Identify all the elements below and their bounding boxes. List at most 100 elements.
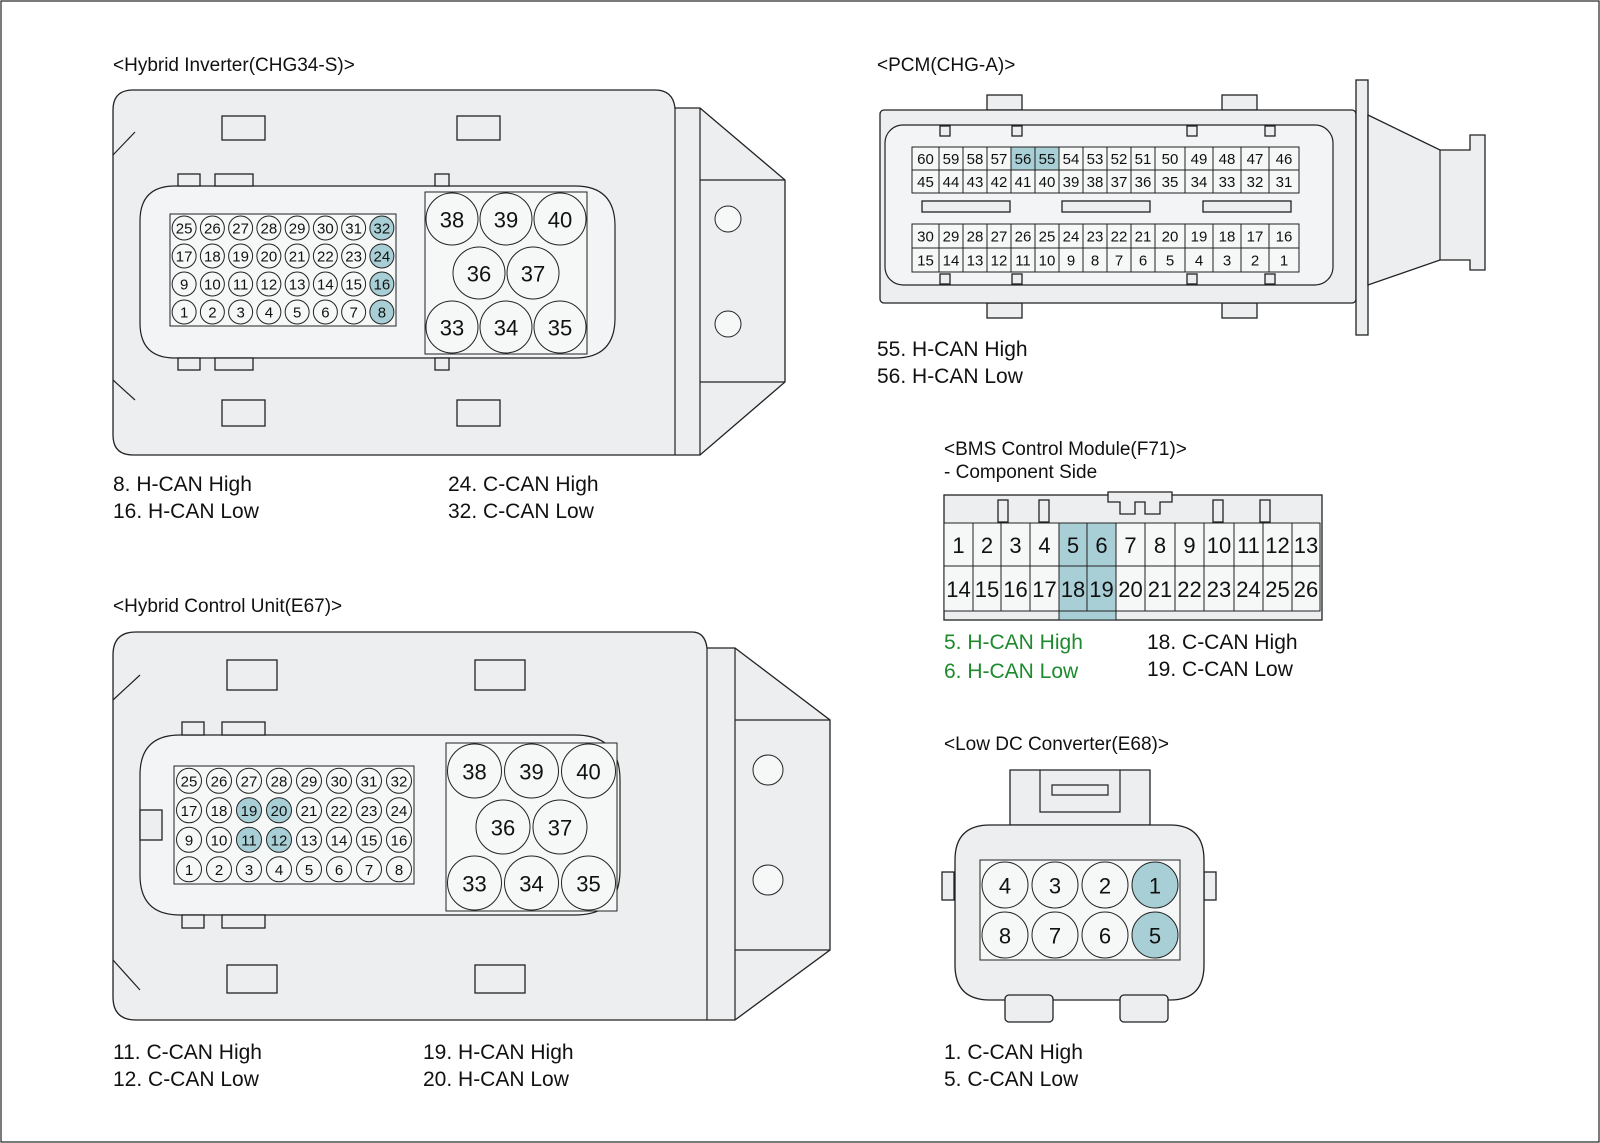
inverter-pin-10 [199, 271, 225, 297]
hcu-pin-label-25: 25 [181, 773, 198, 790]
bms-pin-label-6: 6 [1095, 533, 1107, 558]
inverter-pin-33 [425, 300, 479, 354]
inverter-pin-30 [312, 215, 338, 241]
inverter-pin-label-19: 19 [232, 249, 249, 266]
ldc-note-1: 1. C-CAN High [944, 1041, 1083, 1064]
hcu-pin-19 [236, 797, 262, 824]
pcm-pin-label-20: 20 [1162, 229, 1179, 246]
bms-pin-8 [1144, 522, 1176, 567]
inverter-pin-label-33: 33 [440, 316, 464, 341]
inverter-note-2: 16. H-CAN Low [113, 500, 260, 523]
pcm-pin-label-23: 23 [1087, 229, 1104, 246]
inverter-pin-3 [228, 299, 254, 325]
pcm-pin-label-7: 7 [1115, 253, 1123, 270]
bms-pin-20 [1115, 565, 1146, 612]
bms-pin-3 [1000, 522, 1031, 567]
hcu-pin-label-10: 10 [211, 832, 228, 849]
pcm-pin-2 [1240, 247, 1270, 273]
inverter-pin-label-5: 5 [293, 305, 301, 322]
bms-note-3: 18. C-CAN High [1147, 631, 1298, 654]
pcm-pin-label-3: 3 [1223, 253, 1231, 270]
inverter-pin-label-17: 17 [176, 249, 193, 266]
bms-pin-label-19: 19 [1089, 577, 1113, 602]
bms-note-4: 19. C-CAN Low [1147, 658, 1294, 681]
pcm-note-1: 55. H-CAN High [877, 338, 1028, 361]
hcu-pin-10 [206, 826, 232, 853]
bms-pin-label-13: 13 [1294, 533, 1318, 558]
hcu-pin-33 [447, 855, 502, 911]
hcu-pin-18 [206, 797, 232, 824]
hcu-pin-14 [326, 826, 352, 853]
hcu-pin-9 [176, 826, 202, 853]
bms-pin-label-21: 21 [1148, 577, 1172, 602]
inverter-pin-label-28: 28 [261, 221, 278, 238]
inverter-pin-9 [171, 271, 197, 297]
hcu-pin-22 [326, 797, 352, 824]
hcu-pin-label-30: 30 [331, 773, 348, 790]
bms-pin-22 [1174, 565, 1205, 612]
inverter-pin-37 [506, 246, 560, 300]
hcu-pin-label-36: 36 [491, 816, 515, 841]
inverter-pin-14 [312, 271, 338, 297]
pcm-pin-27 [986, 223, 1012, 249]
inverter-pin-label-36: 36 [467, 262, 491, 287]
hcu-note-2: 12. C-CAN Low [113, 1068, 260, 1091]
hcu-pin-34 [504, 855, 559, 911]
pcm-pin-label-22: 22 [1111, 229, 1128, 246]
pcm-pin-label-48: 48 [1219, 151, 1236, 168]
hcu-pin-4 [266, 856, 292, 883]
hcu-pin-label-22: 22 [331, 803, 348, 820]
ldc-pin-label-8: 8 [999, 924, 1011, 949]
bms-highlight-foot [1058, 610, 1117, 621]
bms-note-2: 6. H-CAN Low [944, 660, 1079, 683]
inverter-pin-label-35: 35 [548, 316, 572, 341]
pcm-pin-label-26: 26 [1015, 229, 1032, 246]
pcm-pin-31 [1268, 169, 1300, 194]
bms-pin-label-1: 1 [952, 533, 964, 558]
hcu-pin-label-35: 35 [576, 872, 600, 897]
bms-pin-26 [1291, 565, 1321, 612]
hcu-pin-label-24: 24 [391, 803, 408, 820]
pcm-pin-label-35: 35 [1162, 174, 1179, 191]
inverter-note-4: 32. C-CAN Low [448, 500, 595, 523]
hcu-pin-label-26: 26 [211, 773, 228, 790]
inverter-pin-25 [171, 215, 197, 241]
inverter-pin-label-22: 22 [317, 249, 334, 266]
inverter-pin-label-14: 14 [317, 277, 334, 294]
hcu-pin-label-15: 15 [361, 832, 378, 849]
hcu-pin-label-9: 9 [185, 832, 193, 849]
pcm-pin-label-32: 32 [1247, 174, 1264, 191]
pcm-pin-label-8: 8 [1091, 253, 1099, 270]
pcm-pin-label-29: 29 [943, 229, 960, 246]
hcu-pin-8 [386, 856, 412, 883]
hcu-pin-label-4: 4 [275, 862, 283, 879]
bms-pin-label-7: 7 [1124, 533, 1136, 558]
hcu-pin-29 [296, 767, 322, 794]
inverter-pin-20 [256, 243, 282, 269]
hcu-pin-label-21: 21 [301, 803, 318, 820]
inverter-pin-label-13: 13 [289, 277, 306, 294]
inverter-pin-label-18: 18 [204, 249, 221, 266]
inverter-pin-label-29: 29 [289, 221, 306, 238]
pcm-pin-label-33: 33 [1219, 174, 1236, 191]
pcm-pin-label-37: 37 [1111, 174, 1128, 191]
pcm-pin-18 [1212, 223, 1242, 249]
bms-pin-label-5: 5 [1067, 533, 1079, 558]
hcu-pin-28 [266, 767, 292, 794]
ldc-pin-1 [1131, 861, 1179, 909]
hcu-pin-label-28: 28 [271, 773, 288, 790]
pcm-pin-label-19: 19 [1191, 229, 1208, 246]
inverter-pin-label-30: 30 [317, 221, 334, 238]
bms-pin-7 [1115, 522, 1146, 567]
inverter-pin-label-32: 32 [374, 221, 391, 238]
ldc-pin-4 [981, 861, 1029, 909]
hcu-pin-2 [206, 856, 232, 883]
pcm-pin-20 [1154, 223, 1186, 249]
ldc-pin-2 [1081, 861, 1129, 909]
pcm-pin-label-34: 34 [1191, 174, 1208, 191]
